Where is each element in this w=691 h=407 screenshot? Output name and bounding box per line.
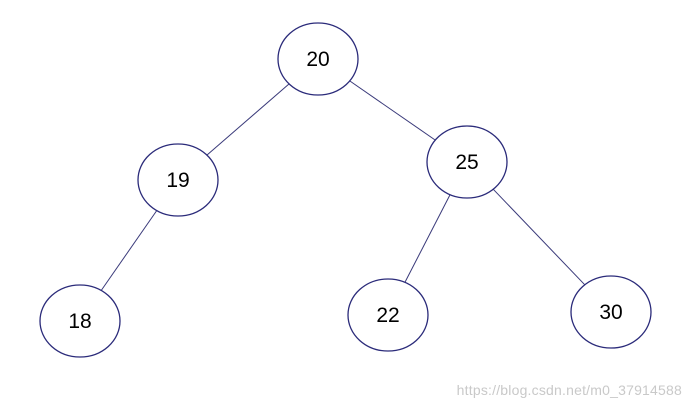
edges-layer [100,80,586,291]
edge-n20-n19 [206,83,290,156]
tree-node-20: 20 [277,22,359,96]
node-label: 18 [68,310,91,333]
node-label: 30 [599,301,622,324]
tree-node-19: 19 [137,143,219,217]
node-circle [39,284,121,358]
node-label: 19 [166,169,189,192]
node-label: 20 [306,48,329,71]
node-label: 22 [376,304,399,327]
edge-n19-n18 [100,210,158,291]
node-circle [426,125,508,199]
nodes-layer: 20 19 25 18 22 30 [39,22,652,358]
watermark-text: https://blog.csdn.net/m0_37914588 [456,382,682,398]
tree-node-18: 18 [39,284,121,358]
node-circle [137,143,219,217]
node-circle [570,275,652,349]
edge-n20-n25 [349,80,436,141]
node-circle [347,278,429,352]
node-circle [277,22,359,96]
tree-node-22: 22 [347,278,429,352]
tree-node-25: 25 [426,125,508,199]
edge-n25-n30 [492,188,586,286]
edge-n25-n22 [404,194,451,283]
node-label: 25 [455,151,478,174]
tree-node-30: 30 [570,275,652,349]
